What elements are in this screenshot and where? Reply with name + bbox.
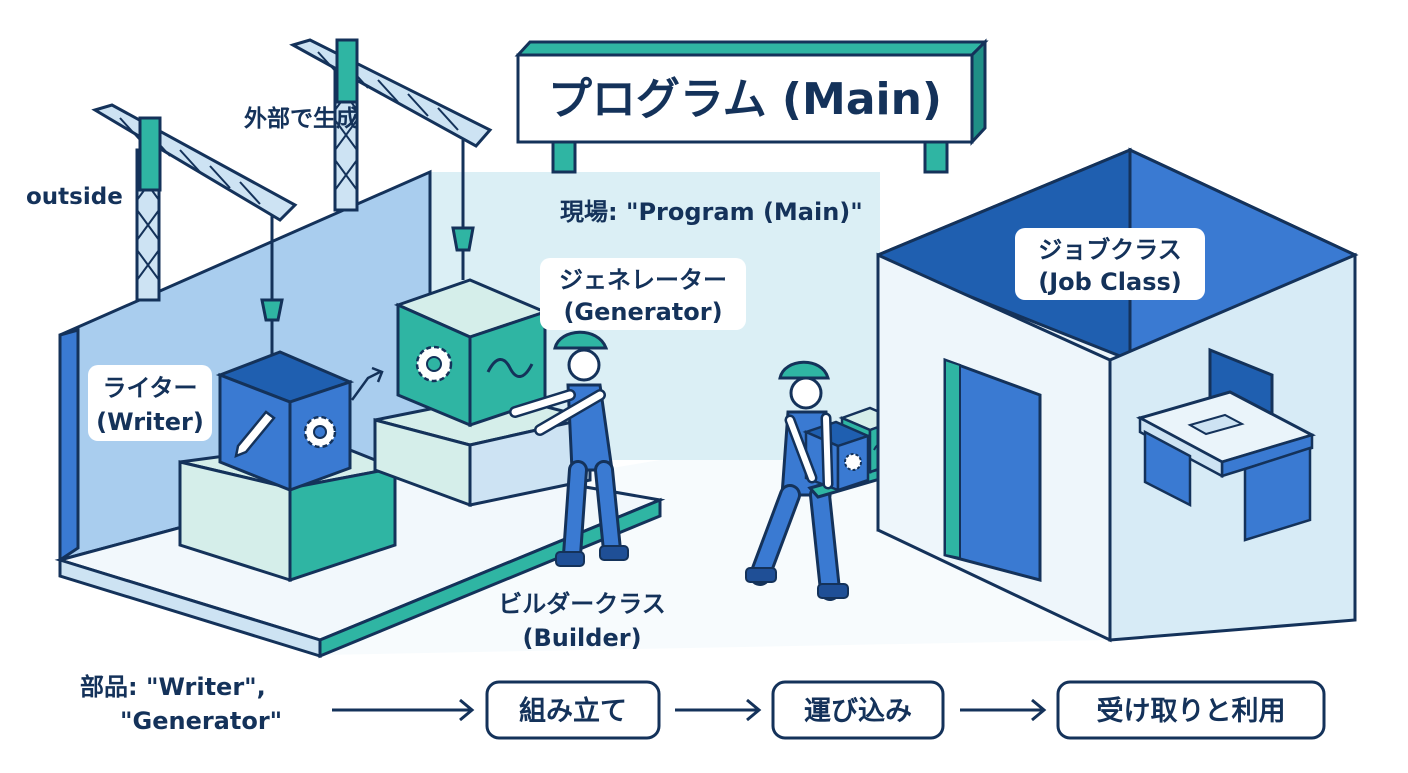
- generator-label-jp: ジェネレーター: [559, 266, 727, 294]
- external-label: 外部で生成: [244, 105, 359, 132]
- writer-label-jp: ライター: [102, 374, 197, 402]
- pencil-icon: [234, 410, 276, 459]
- step-label: 運び込み: [804, 696, 912, 727]
- generator-label-en: (Generator): [563, 298, 722, 326]
- flow-arrow: [675, 698, 762, 722]
- computer-icon: [1136, 347, 1316, 542]
- parts-label-line1: 部品: "Writer",: [80, 673, 266, 701]
- step-deliver: 運び込み: [771, 680, 945, 740]
- worker-icon: [509, 330, 629, 567]
- generator-label: ジェネレーター (Generator): [540, 258, 746, 330]
- step-label: 組み立て: [519, 695, 627, 727]
- parts-label-line2: "Generator": [120, 707, 282, 735]
- builder-label-jp: ビルダークラス: [498, 590, 666, 618]
- site-label: 現場: "Program (Main)": [560, 198, 863, 226]
- arrow-icon: [350, 366, 384, 401]
- step-assemble: 組み立て: [485, 680, 661, 740]
- generator-component: [373, 278, 592, 508]
- writer-label: ライター (Writer): [88, 365, 212, 441]
- job-class-label-jp: ジョブクラス: [1038, 236, 1182, 264]
- gear-icon: [303, 415, 337, 449]
- wave-icon: [486, 358, 534, 378]
- process-flow: 部品: "Writer", "Generator" 組み立て 運び込み 受け取り…: [80, 673, 1326, 740]
- step-receive-use: 受け取りと利用: [1056, 680, 1326, 740]
- flow-arrow: [960, 698, 1047, 722]
- flow-arrow: [332, 698, 475, 722]
- builder-label: ビルダークラス (Builder): [498, 590, 666, 652]
- gear-icon: [415, 345, 453, 383]
- outside-label: outside: [26, 184, 123, 210]
- step-label: 受け取りと利用: [1097, 695, 1286, 727]
- program-main-sign: プログラム (Main): [514, 38, 989, 174]
- job-class-building: [876, 147, 1359, 643]
- crane-icon: [91, 38, 493, 360]
- builder-label-en: (Builder): [522, 624, 641, 652]
- writer-component: [178, 350, 401, 583]
- writer-label-en: (Writer): [96, 408, 204, 436]
- job-class-label-en: (Job Class): [1038, 268, 1182, 296]
- page-title: プログラム (Main): [548, 74, 942, 125]
- job-class-label: ジョブクラス (Job Class): [1015, 228, 1205, 300]
